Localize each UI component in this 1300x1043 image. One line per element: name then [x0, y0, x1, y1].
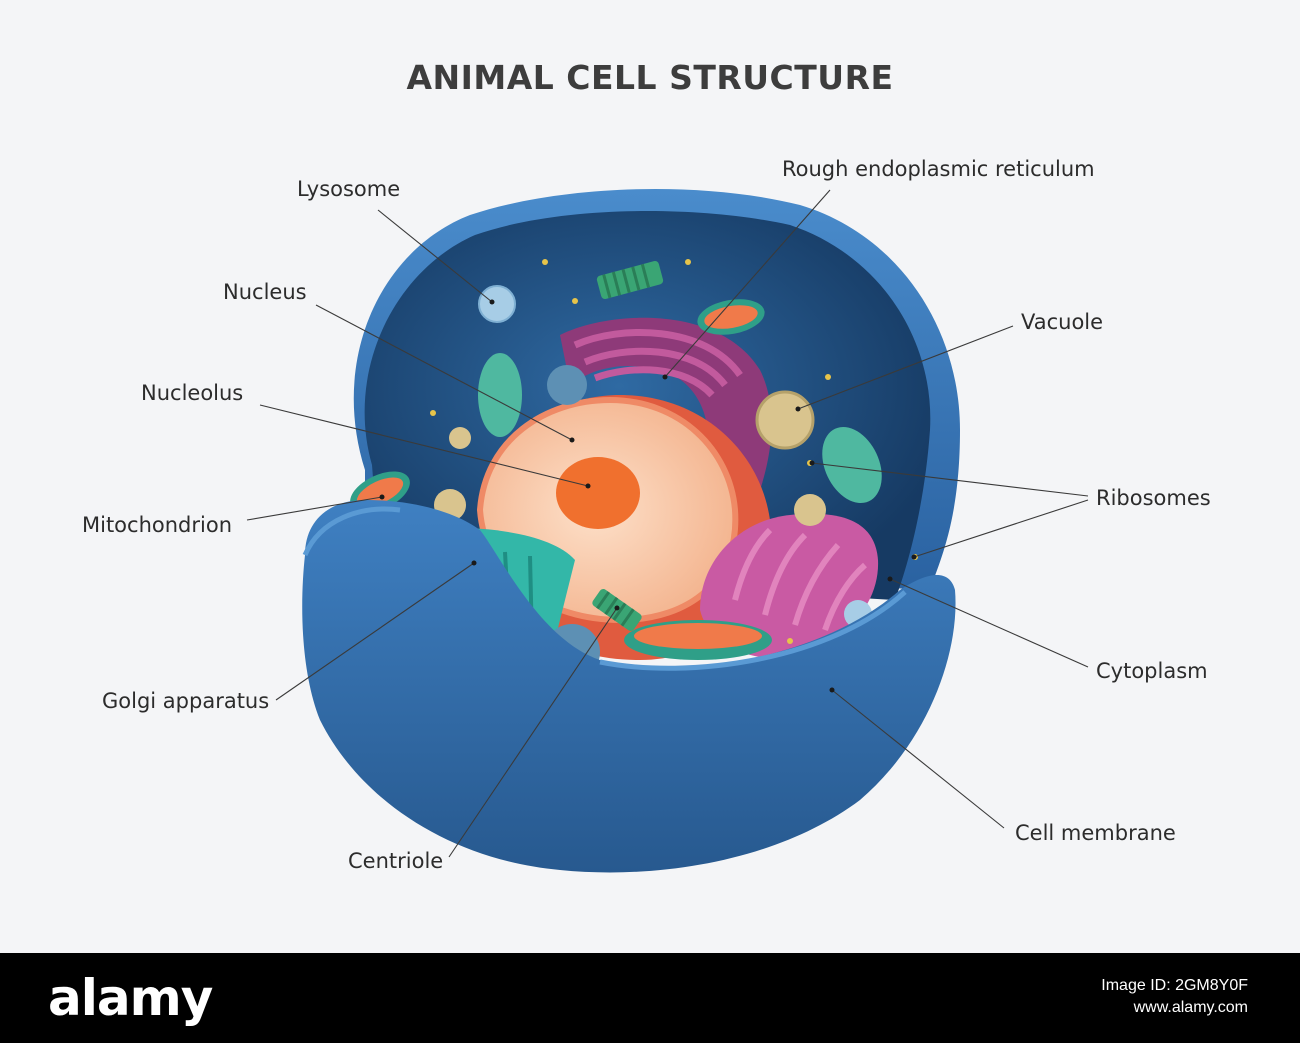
- leader-lines: [246, 189, 1089, 858]
- label-nucleus: Nucleus: [223, 280, 307, 304]
- leader-line-rough-er: [664, 189, 831, 378]
- cell-membrane-front: [302, 500, 956, 873]
- label-vacuole: Vacuole: [1021, 310, 1104, 334]
- alamy-logo: alamy: [48, 969, 213, 1027]
- nucleolus-shape: [556, 457, 640, 529]
- image-id: Image ID: 2GM8Y0F: [1101, 977, 1248, 994]
- label-nucleolus: Nucleolus: [141, 381, 244, 405]
- mitochondrion-shape-3: [624, 620, 772, 660]
- vacuole-shape: [755, 390, 815, 450]
- site-url: www.alamy.com: [1133, 999, 1248, 1016]
- centriole-shape-1: [596, 261, 664, 299]
- footer-meta: Image ID: 2GM8Y0F www.alamy.com: [1101, 975, 1248, 1019]
- leader-line-mitochondrion: [246, 496, 383, 521]
- leader-line-vacuole: [797, 325, 1014, 410]
- label-golgi: Golgi apparatus: [102, 689, 270, 713]
- label-ribosomes: Ribosomes: [1096, 486, 1211, 510]
- leader-line-ribosomes-2: [913, 499, 1089, 558]
- vesicle-shape-1: [449, 427, 471, 449]
- leader-dots: [379, 299, 917, 693]
- vesicle-shape-3: [794, 494, 826, 526]
- label-cytoplasm: Cytoplasm: [1096, 659, 1208, 683]
- label-lysosome: Lysosome: [297, 177, 401, 201]
- label-cell-membrane: Cell membrane: [1015, 821, 1176, 845]
- leader-line-golgi: [275, 562, 475, 701]
- leader-line-nucleolus: [259, 404, 589, 487]
- label-mitochondrion: Mitochondrion: [82, 513, 233, 537]
- leader-line-cytoplasm: [889, 578, 1089, 668]
- leader-line-cell-membrane: [831, 689, 1005, 829]
- label-rough-er: Rough endoplasmic reticulum: [782, 157, 1095, 181]
- leader-line-centriole: [448, 607, 618, 858]
- blue-vesicle-1: [547, 365, 587, 405]
- lysosome-shape: [478, 285, 516, 323]
- diagram-title: ANIMAL CELL STRUCTURE: [406, 58, 894, 97]
- label-centriole: Centriole: [348, 849, 444, 873]
- mitochondrion-shape-2: [697, 299, 765, 335]
- footer-bar: alamy Image ID: 2GM8Y0F www.alamy.com: [0, 953, 1300, 1043]
- green-vesicle-2: [822, 426, 882, 504]
- leader-line-ribosomes-1: [811, 462, 1089, 497]
- green-vesicle-1: [478, 353, 522, 437]
- leader-line-nucleus: [315, 304, 573, 441]
- cell-diagram: [246, 188, 1089, 873]
- smooth-er-shape: [700, 513, 879, 658]
- leader-line-lysosome: [377, 209, 493, 303]
